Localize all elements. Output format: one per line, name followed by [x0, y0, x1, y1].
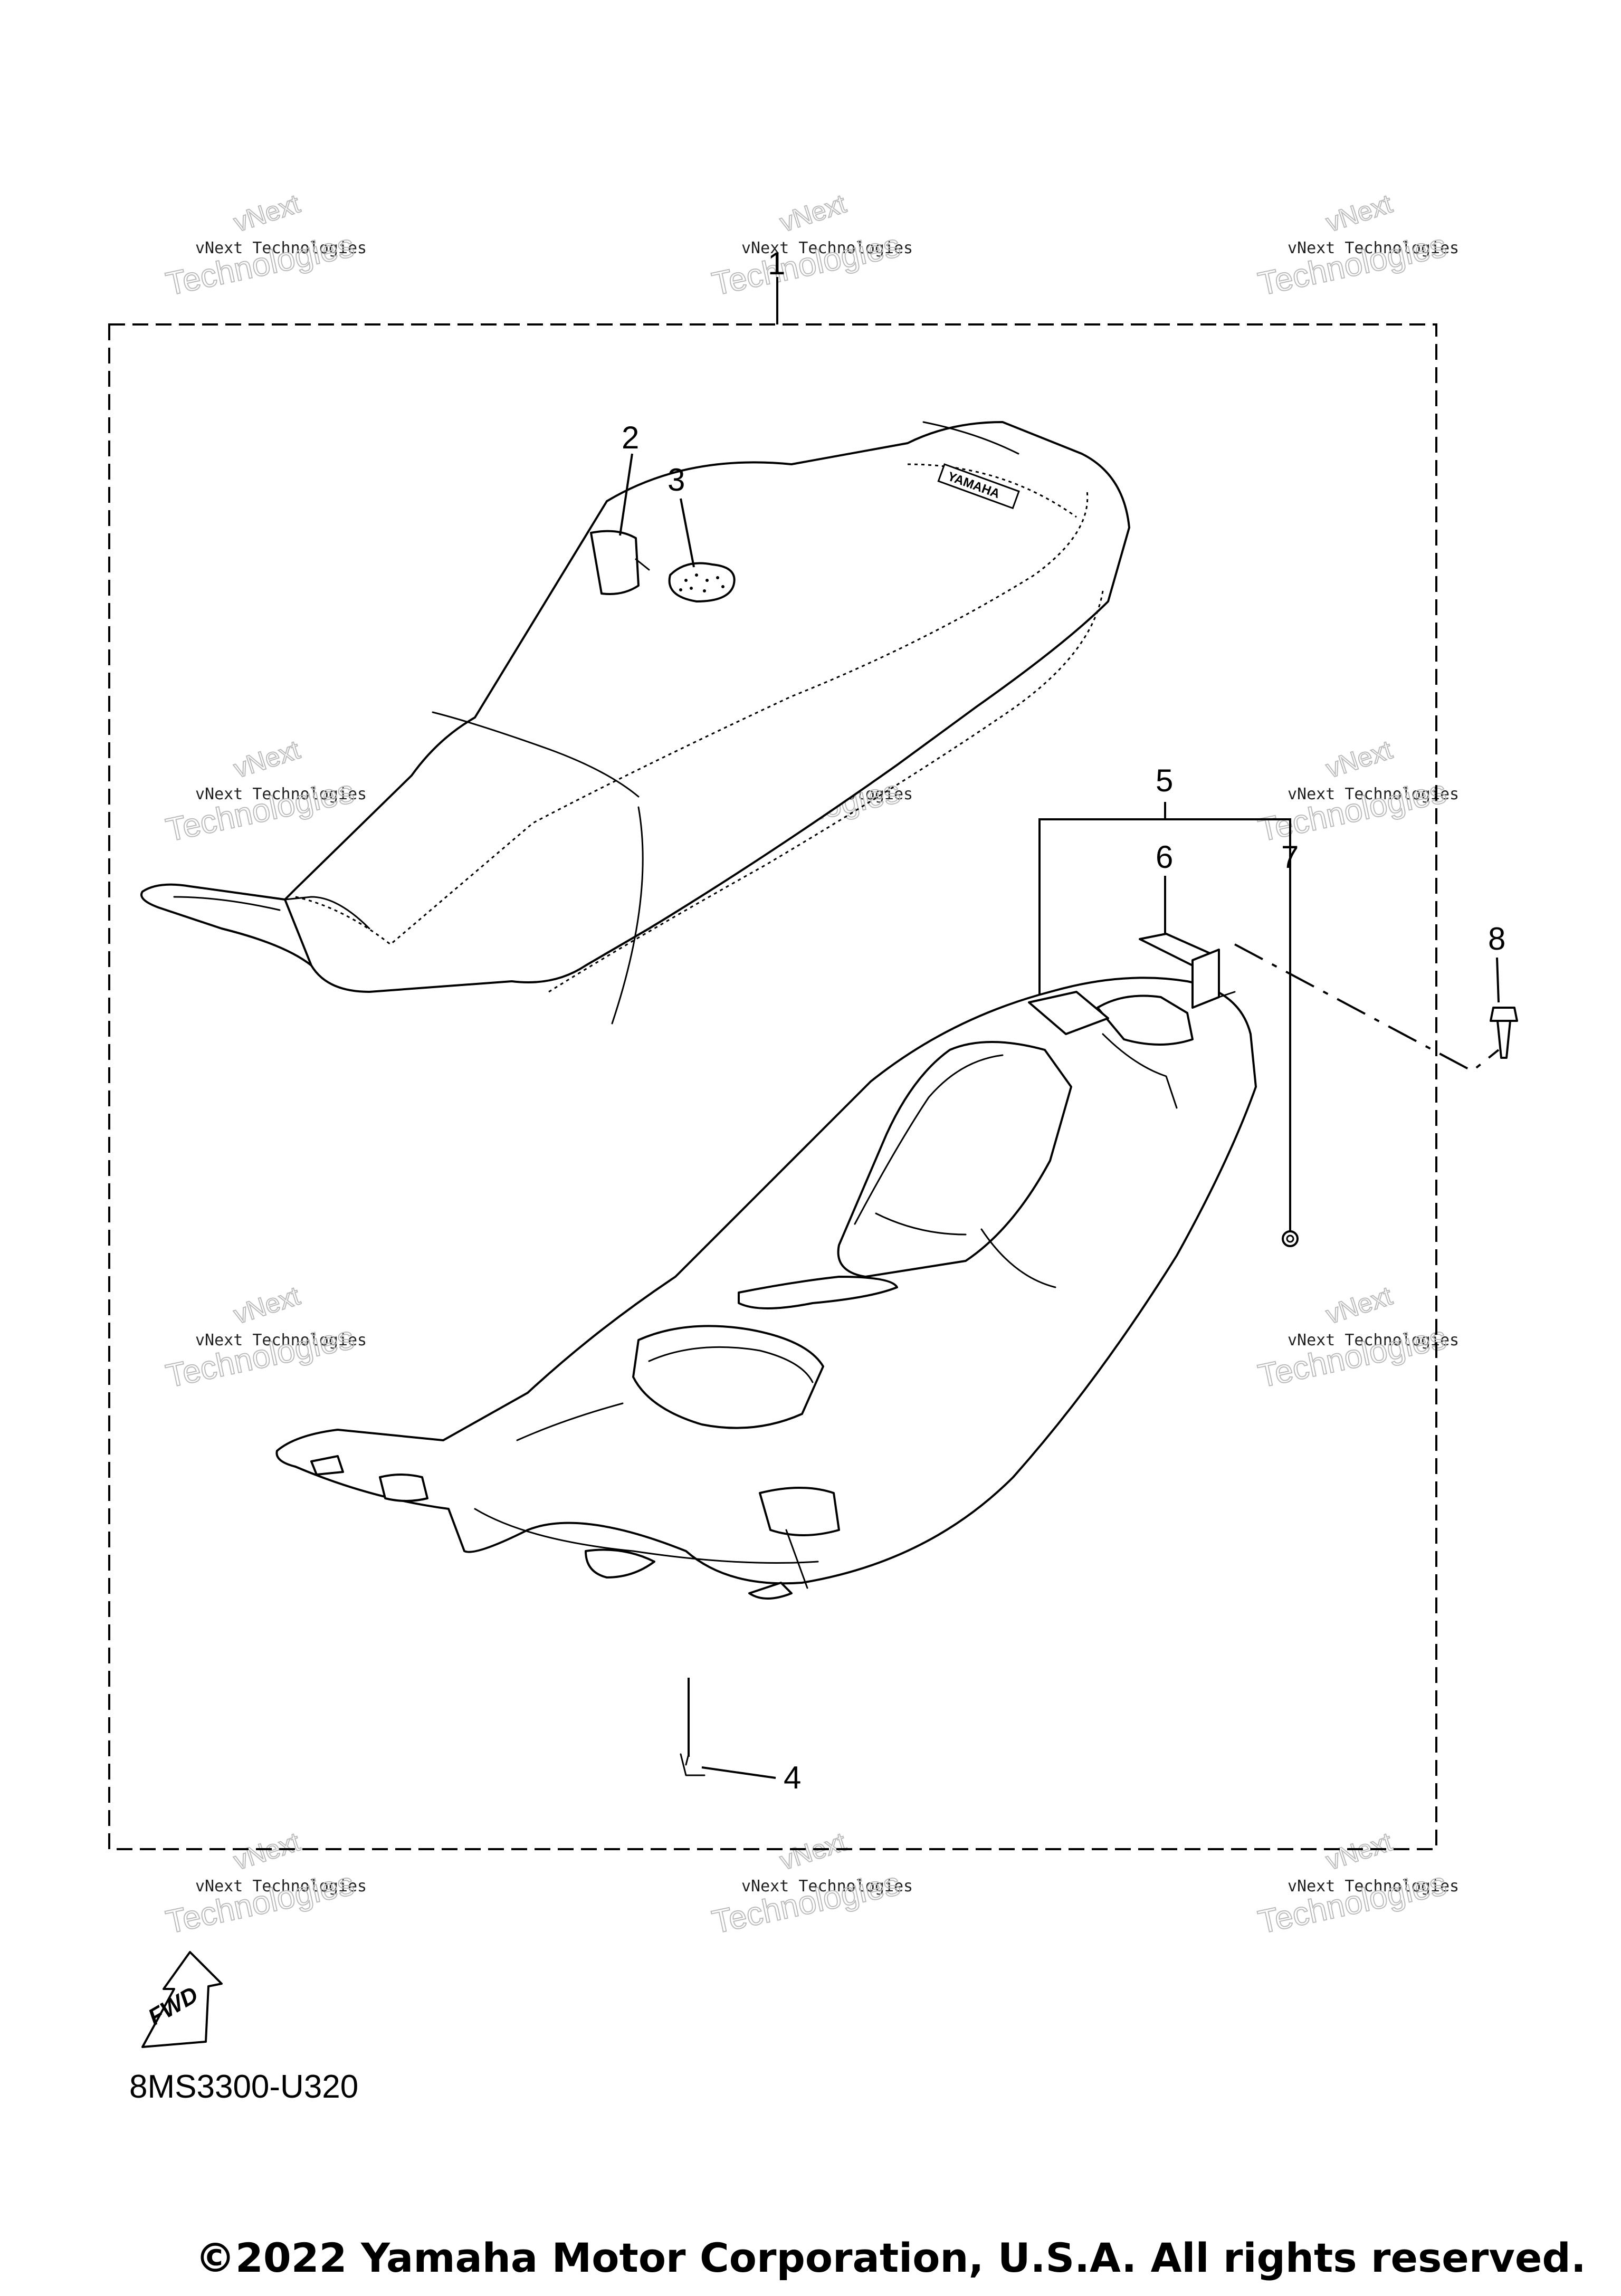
svg-text:vNext: vNext: [230, 1281, 303, 1330]
callout-7: 7: [1281, 839, 1299, 875]
watermark: vNext vNext Technologies Technologies: [1255, 188, 1460, 303]
seat-cover: YAMAHA: [140, 421, 1130, 1025]
svg-text:vNext Technologies: vNext Technologies: [195, 785, 367, 803]
svg-text:vNext Technologies: vNext Technologies: [741, 239, 913, 257]
leader-2: [619, 453, 633, 536]
grommet-part-7: [1282, 1230, 1299, 1247]
clip-part-4: [680, 1753, 705, 1776]
svg-text:vNext: vNext: [776, 189, 850, 238]
leader-8: [1496, 957, 1500, 1003]
fwd-arrow-icon: FWD: [141, 1951, 223, 2048]
svg-text:vNext: vNext: [776, 1827, 850, 1876]
svg-text:vNext Technologies: vNext Technologies: [1288, 785, 1459, 803]
watermark: vNext vNext Technologies Technologies: [1255, 734, 1460, 849]
assembly-boundary: [108, 323, 1437, 1850]
svg-text:vNext: vNext: [230, 1827, 303, 1876]
watermark: vNext vNext Technologies Technologies: [163, 1826, 367, 1941]
callout-3: 3: [668, 462, 685, 498]
svg-text:vNext: vNext: [230, 189, 303, 238]
bolt-part-8: [1490, 1007, 1518, 1059]
callout-8: 8: [1488, 921, 1505, 956]
svg-text:vNext Technologies: vNext Technologies: [195, 1331, 367, 1350]
watermark: vNext vNext Technologies Technologies: [709, 1826, 913, 1941]
svg-text:vNext: vNext: [1322, 1827, 1396, 1876]
diagram-code: 8MS3300-U320: [129, 2069, 359, 2105]
svg-text:vNext: vNext: [230, 735, 303, 784]
watermark: vNext vNext Technologies Technologies: [1255, 1280, 1460, 1395]
svg-text:vNext Technologies: vNext Technologies: [1288, 1877, 1459, 1896]
svg-text:vNext Technologies: vNext Technologies: [195, 1877, 367, 1896]
watermark: vNext vNext Technologies Technologies: [163, 734, 367, 849]
watermark: vNext vNext Technologies Technologies: [163, 188, 367, 303]
svg-text:vNext Technologies: vNext Technologies: [741, 1877, 913, 1896]
svg-text:vNext: vNext: [1322, 735, 1396, 784]
svg-text:vNext: vNext: [1322, 1281, 1396, 1330]
strap-part-2: [590, 530, 650, 595]
watermark: vNext vNext Technologies Technologies: [163, 1280, 367, 1395]
svg-text:vNext Technologies: vNext Technologies: [195, 239, 367, 257]
bracket-part-6: [1139, 933, 1236, 1009]
watermark: vNext vNext Technologies Technologies: [709, 188, 913, 303]
callout-1: 1: [768, 246, 785, 281]
callout-5: 5: [1156, 763, 1173, 798]
svg-text:vNext Technologies: vNext Technologies: [1288, 239, 1459, 257]
leader-8-dashed: [1234, 943, 1500, 1073]
watermark-grid: vNext vNext Technologies Technologies vN…: [163, 188, 1460, 1941]
leader-4: [701, 1766, 776, 1779]
svg-text:vNext Technologies: vNext Technologies: [1288, 1331, 1459, 1350]
copyright-notice: ©2022 Yamaha Motor Corporation, U.S.A. A…: [195, 2234, 1586, 2281]
callout-2: 2: [622, 420, 639, 455]
callout-4: 4: [784, 1760, 801, 1795]
callout-6: 6: [1156, 839, 1173, 875]
watermark: vNext vNext Technologies Technologies: [1255, 1826, 1460, 1941]
emblem-part-3: [668, 562, 736, 602]
svg-text:vNext: vNext: [1322, 189, 1396, 238]
leader-3: [680, 498, 695, 568]
seat-base: [275, 977, 1257, 1600]
